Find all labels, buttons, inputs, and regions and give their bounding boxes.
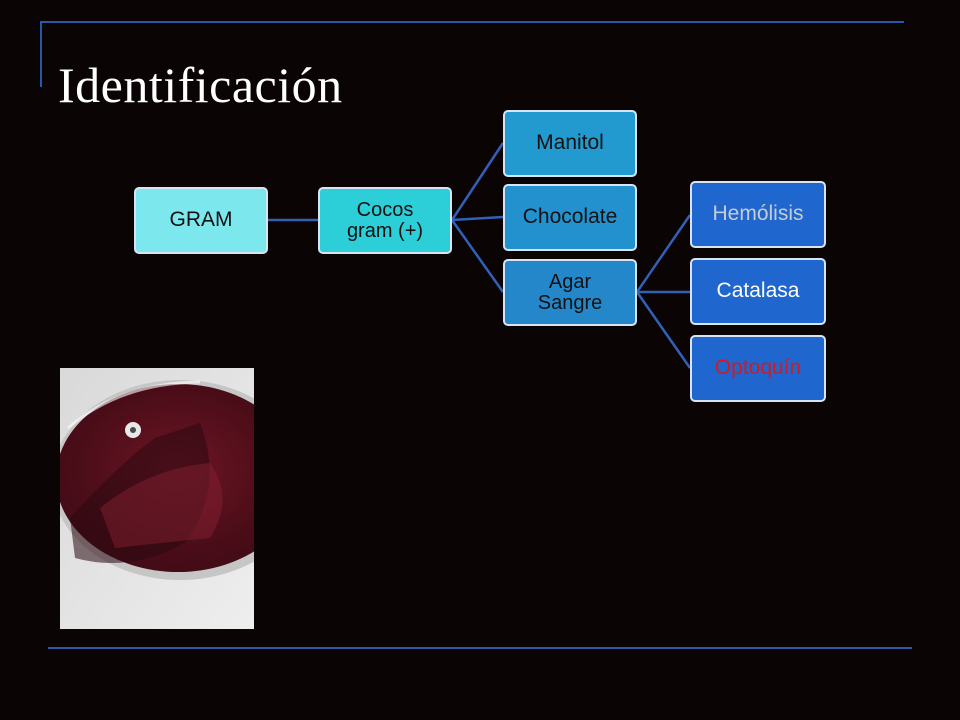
node-gram: GRAM <box>134 187 268 254</box>
node-optoquin: Optoquín <box>690 335 826 402</box>
node-catalasa-label: Catalasa <box>716 279 800 303</box>
node-gram-label: GRAM <box>169 208 233 232</box>
petri-dish-photo <box>60 368 254 629</box>
node-manitol: Manitol <box>503 110 637 177</box>
node-manitol-label: Manitol <box>536 131 604 155</box>
node-chocolate-label: Chocolate <box>522 205 618 229</box>
connector-cocos-chocolate <box>451 215 504 222</box>
optochin-disk-center <box>130 427 136 433</box>
slide-title: Identificación <box>58 57 343 113</box>
bottom-rule <box>48 647 912 649</box>
agar-highlight <box>100 463 223 548</box>
connector-cocos-agar <box>450 219 505 293</box>
connector-agar-hemolisis <box>635 214 692 293</box>
node-hemolisis-label: Hemólisis <box>712 202 804 226</box>
top-rule-vertical <box>40 21 42 87</box>
node-catalasa: Catalasa <box>690 258 826 325</box>
connector-agar-optoquin <box>635 291 692 369</box>
connector-cocos-manitol <box>450 142 505 221</box>
node-chocolate: Chocolate <box>503 184 637 251</box>
rim-reflection <box>67 380 201 430</box>
hemolysis-shadow <box>70 423 210 563</box>
node-optoquin-label: Optoquín <box>714 356 802 380</box>
node-hemolisis: Hemólisis <box>690 181 826 248</box>
top-rule-horizontal <box>40 21 904 23</box>
